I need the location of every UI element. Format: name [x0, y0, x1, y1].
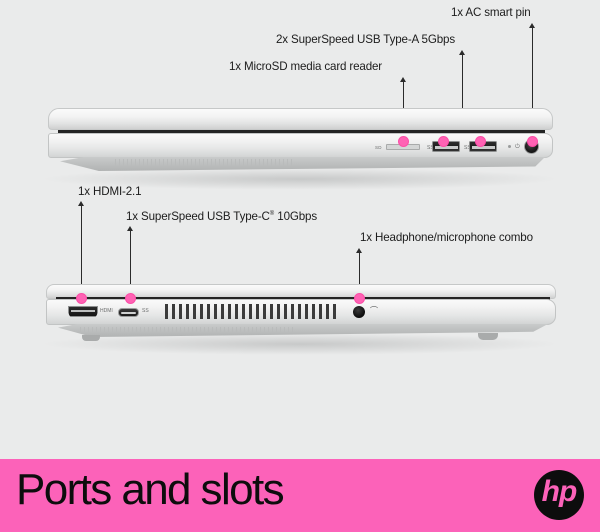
vent-grille-bottom-wedge	[80, 327, 295, 333]
callout-label-usb-c-post: 10Gbps	[274, 210, 317, 223]
vent-grille-top-laptop	[115, 159, 295, 166]
lid-base-seam	[58, 130, 545, 134]
callout-label-usb-c: 1x SuperSpeed USB Type-C® 10Gbps	[126, 211, 317, 223]
headphone-icon: ⌒	[370, 306, 378, 315]
leader-arrow-usb-a	[459, 50, 465, 55]
leader-line-usb-a	[462, 55, 463, 121]
callout-dot-headphone[interactable]	[354, 293, 365, 304]
vent-grille-bottom-laptop	[165, 304, 340, 319]
callout-label-ac-smart-pin: 1x AC smart pin	[451, 6, 531, 19]
callout-dot-microsd[interactable]	[398, 136, 409, 147]
power-icon: ⏻	[515, 144, 520, 150]
leader-arrow-usb-c	[127, 226, 133, 231]
leader-arrow-headphone	[356, 248, 362, 253]
callout-dot-usb-c[interactable]	[125, 293, 136, 304]
status-led-indicator	[508, 145, 511, 148]
headphone-jack-port[interactable]	[353, 306, 365, 318]
leader-arrow-microsd	[400, 77, 406, 82]
usb-c-port[interactable]	[118, 308, 139, 317]
callout-label-microsd: 1x MicroSD media card reader	[229, 60, 383, 73]
callout-dot-usb-a-1[interactable]	[438, 136, 449, 147]
leader-line-headphone	[359, 253, 360, 298]
footer-banner: Ports and slots hp	[0, 459, 600, 532]
hdmi-marking: HDMI	[100, 308, 113, 314]
laptop-base	[48, 133, 553, 158]
usb-a-marking-1: SS	[427, 145, 434, 151]
leader-line-usb-c	[130, 231, 131, 298]
leader-line-ac-smart-pin	[532, 28, 533, 141]
hp-logo-icon: hp	[534, 470, 584, 520]
callout-dot-usb-a-2[interactable]	[475, 136, 486, 147]
registered-trademark-icon: ®	[269, 211, 275, 218]
laptop-bottom-wedge	[60, 157, 545, 171]
leader-arrow-hdmi	[78, 201, 84, 206]
callout-dot-ac-smart-pin[interactable]	[527, 136, 538, 147]
callout-label-headphone: 1x Headphone/microphone combo	[360, 231, 533, 244]
rubber-foot-right	[478, 333, 498, 340]
laptop-lid	[48, 108, 553, 130]
callout-label-usb-c-pre: 1x SuperSpeed USB Type-C	[126, 210, 270, 223]
hdmi-port[interactable]	[68, 306, 98, 317]
usb-a-marking-2: SS	[464, 145, 471, 151]
laptop-bottom-shadow	[40, 333, 560, 355]
diagram-background	[0, 0, 600, 460]
laptop-top-shadow	[40, 168, 560, 190]
callout-label-hdmi: 1x HDMI-2.1	[78, 185, 142, 198]
callout-dot-hdmi[interactable]	[76, 293, 87, 304]
leader-arrow-ac-smart-pin	[529, 23, 535, 28]
footer-title: Ports and slots	[16, 465, 285, 514]
lid-base-seam-2	[56, 297, 550, 300]
callout-label-usb-a: 2x SuperSpeed USB Type-A 5Gbps	[276, 33, 455, 46]
sd-slot-marking: SD	[375, 145, 382, 150]
leader-line-hdmi	[81, 206, 82, 298]
rubber-foot-left	[82, 335, 100, 341]
usb-c-marking: SS	[142, 308, 149, 314]
hp-logo-text: hp	[541, 475, 578, 508]
